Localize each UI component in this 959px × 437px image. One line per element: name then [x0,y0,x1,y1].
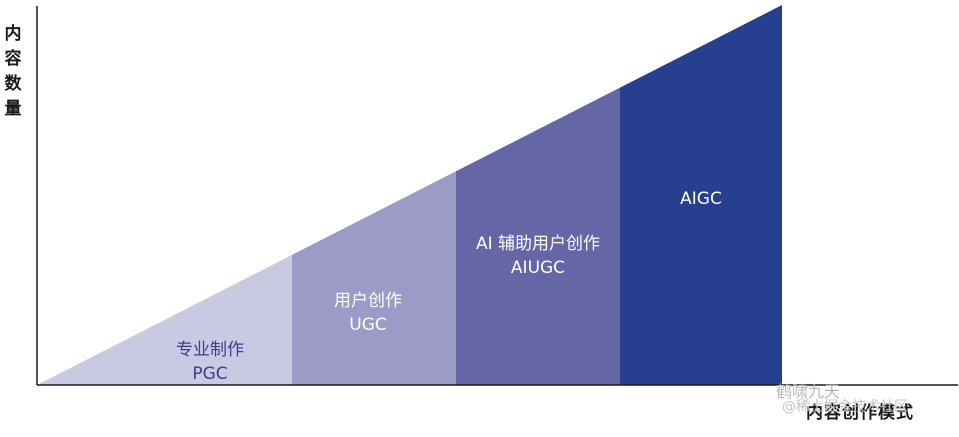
segment-ugc [292,171,456,385]
segment-label-ugc: 用户创作 UGC [308,289,428,337]
segment-label-aiugc-line1: AI 辅助用户创作 [475,234,601,254]
segment-label-ugc-line2: UGC [349,315,387,335]
segment-label-pgc: 专业制作 PGC [150,338,270,386]
watermark-text: 鹤啸九天 [776,382,841,401]
segment-aiugc [456,87,620,386]
watermark-subtext: @稀土掘金技术社区 [782,399,908,415]
segment-label-aigc: AIGC [641,187,761,211]
segment-pgc [37,254,292,385]
segment-aigc [620,5,782,385]
segment-label-aiugc: AI 辅助用户创作 AIUGC [453,232,623,280]
segment-label-pgc-line1: 专业制作 [176,340,244,360]
x-axis-label: 内容创作模式 [806,403,914,423]
y-axis-label: 内 容 数 量 [4,24,22,119]
segment-label-aiugc-line2: AIUGC [510,258,566,278]
segment-label-aigc-line1: AIGC [680,189,722,209]
segment-label-pgc-line2: PGC [192,364,228,384]
segment-label-ugc-line1: 用户创作 [334,291,402,311]
